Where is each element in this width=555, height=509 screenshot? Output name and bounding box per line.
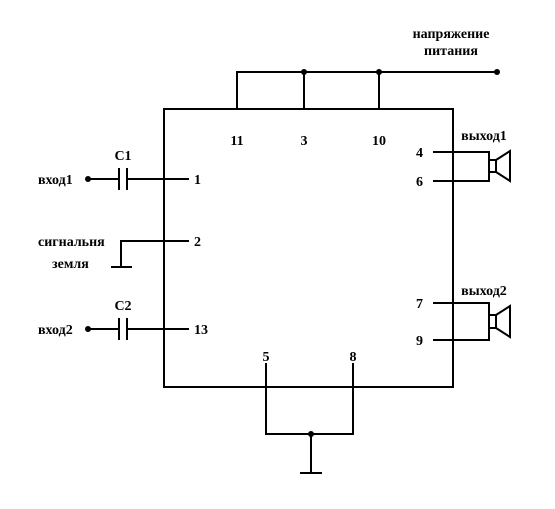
input1-circuit — [85, 168, 189, 190]
input1-label: вход1 — [38, 173, 73, 188]
pin-4-label: 4 — [416, 146, 423, 161]
output1-label: выход1 — [461, 129, 507, 144]
speaker1-cone — [495, 149, 511, 183]
speaker1-magnet — [488, 159, 497, 173]
junction-dot — [308, 431, 314, 437]
speaker2-cone — [495, 304, 511, 339]
output2-circuit — [433, 302, 511, 341]
output2-label: выход2 — [461, 284, 507, 299]
input2-circuit — [85, 318, 189, 340]
junction-dot — [376, 69, 382, 75]
pin-11-label: 11 — [230, 134, 243, 149]
pin-7-label: 7 — [416, 297, 423, 312]
c1-label: C1 — [114, 149, 131, 164]
pin-2-label: 2 — [194, 235, 201, 250]
pin-1-label: 1 — [194, 173, 201, 188]
power-terminal — [494, 69, 500, 75]
pin-8-label: 8 — [350, 350, 357, 365]
power-label-line2: питания — [424, 44, 478, 59]
bottom-ground — [265, 363, 354, 474]
junction-dot — [301, 69, 307, 75]
power-label-line1: напряжение — [413, 27, 490, 42]
pin-5-label: 5 — [263, 350, 270, 365]
ic-body — [163, 108, 454, 388]
pin-9-label: 9 — [416, 334, 423, 349]
speaker2-magnet — [488, 314, 497, 329]
pin-3-label: 3 — [301, 134, 308, 149]
signal-ground — [111, 240, 189, 268]
pin-10-label: 10 — [372, 134, 386, 149]
input2-label: вход2 — [38, 323, 73, 338]
power-bus — [236, 69, 500, 109]
output1-circuit — [433, 149, 511, 183]
pin-6-label: 6 — [416, 175, 423, 190]
c2-label: C2 — [114, 299, 131, 314]
ground-label-line1: сигнальня — [38, 235, 105, 250]
ground-label-line2: земля — [52, 257, 89, 272]
pin-13-label: 13 — [194, 323, 208, 338]
